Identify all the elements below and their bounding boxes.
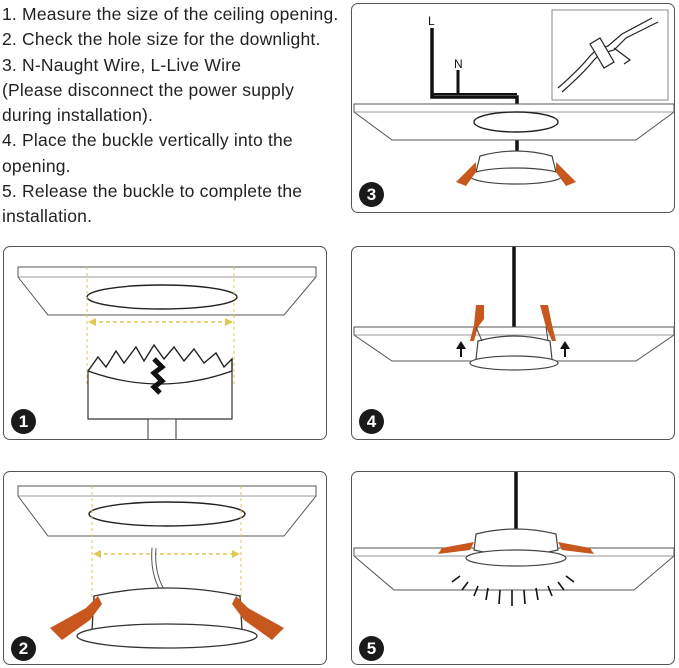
- ceiling-hole: [473, 111, 559, 133]
- ceiling-hole: [86, 284, 238, 310]
- step-2-badge: 2: [11, 636, 36, 661]
- ceiling-hole: [88, 501, 246, 527]
- live-wire-label: L: [428, 14, 435, 28]
- instruction-line: 5. Release the buckle to complete the: [2, 181, 303, 202]
- downlight-rim: [469, 355, 559, 371]
- spring-clip-right: [556, 162, 576, 186]
- step-5-badge: 5: [359, 636, 384, 661]
- instruction-line: installation.: [2, 206, 93, 227]
- instruction-line: (Please disconnect the power supply: [2, 79, 295, 100]
- drill-shaft: [147, 418, 177, 439]
- step-3-panel: L N 3: [351, 3, 675, 213]
- step-1-illustration: [17, 266, 317, 439]
- drill-bit: [150, 357, 166, 395]
- up-arrow-icon: [456, 341, 570, 357]
- step-4-illustration: [353, 247, 674, 371]
- step-3-illustration: [353, 9, 674, 186]
- spring-clip-right: [558, 542, 594, 554]
- instruction-line: opening.: [2, 155, 71, 176]
- step-1-badge: 1: [11, 409, 36, 434]
- spring-clip-left: [470, 305, 484, 341]
- step-2-panel: 2: [3, 471, 327, 665]
- instruction-line: 2. Check the hole size for the downlight…: [2, 29, 321, 50]
- spring-clip-left: [456, 162, 476, 186]
- step-5-panel: 5: [351, 471, 675, 665]
- downlight-rim: [76, 623, 258, 649]
- downlight-rim: [469, 167, 563, 185]
- step-1-panel: 1: [3, 246, 327, 440]
- step-3-badge: 3: [359, 182, 384, 207]
- step-5-illustration: [353, 472, 674, 606]
- instruction-line: 1. Measure the size of the ceiling openi…: [2, 4, 339, 24]
- spring-clip-left: [438, 542, 474, 554]
- hole-saw-teeth: [87, 343, 233, 372]
- instruction-line: 4. Place the buckle vertically into the: [2, 130, 293, 151]
- instruction-line: during installation).: [2, 105, 154, 126]
- step-2-illustration: [17, 485, 317, 649]
- step-4-panel: 4: [351, 246, 675, 440]
- instruction-list: 1. Measure the size of the ceiling openi…: [2, 2, 347, 230]
- light-rays-icon: [451, 575, 575, 606]
- spring-clip-left: [50, 596, 102, 640]
- downlight-rim: [465, 549, 567, 567]
- wire-connector-icon: [557, 17, 659, 93]
- spring-clip-right: [540, 305, 556, 341]
- step-4-badge: 4: [359, 409, 384, 434]
- neutral-wire-label: N: [454, 57, 463, 71]
- spring-clip-right: [232, 596, 284, 640]
- instruction-line: 3. N-Naught Wire, L-Live Wire: [2, 54, 242, 75]
